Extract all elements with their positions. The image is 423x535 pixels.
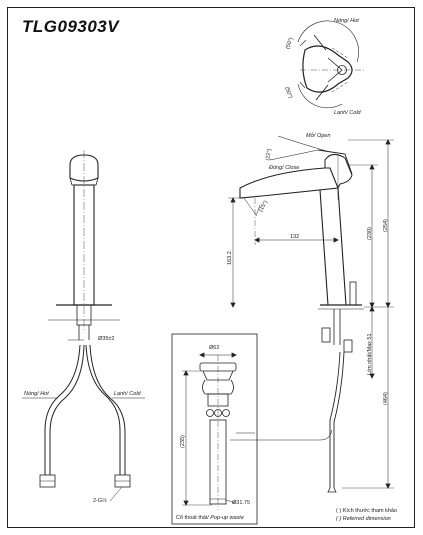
drawing-frame — [7, 7, 415, 528]
hole-diameter: Ø35±2 — [98, 336, 115, 342]
total-464: (464) — [383, 392, 389, 405]
waste-bottom-diameter: Ø31.75 — [232, 500, 251, 506]
top-cold-label: Lạnh/ Cold — [334, 110, 361, 116]
close-label: Đóng/ Close — [269, 165, 300, 171]
max-thickness: Lớn nhất/Max 51 — [367, 333, 373, 375]
side-view-faucet — [228, 135, 394, 493]
legend-line-en: ( ) Referred dimension — [336, 516, 391, 522]
height-254: (254) — [383, 219, 389, 232]
waste-top-diameter: Ø62 — [209, 345, 220, 351]
waste-caption-en: Pop-up waste — [210, 515, 244, 521]
thread-size: 2-G½ — [93, 498, 107, 504]
waste-caption-vi: Cổ thoát thải — [176, 515, 208, 521]
waste-caption: Cổ thoát thải/ Pop-up waste — [176, 515, 244, 521]
open-label: Mở/ Open — [306, 133, 331, 139]
model-title: TLG09303V — [22, 17, 120, 36]
pop-up-waste — [171, 333, 258, 525]
legend-line-vi: ( ) Kích thước tham khảo — [336, 508, 398, 514]
front-cold-label: Lạnh/ Cold — [114, 391, 141, 397]
top-view-handle — [297, 20, 365, 109]
top-hot-label: Nóng/ Hot — [334, 18, 359, 24]
waste-length: (235) — [180, 435, 186, 448]
front-hot-label: Nóng/ Hot — [24, 391, 49, 397]
spout-height: 163.2 — [227, 251, 233, 265]
height-230: (230) — [367, 227, 373, 240]
front-view-faucet — [22, 150, 145, 502]
reach-dimension: 132 — [290, 234, 300, 240]
